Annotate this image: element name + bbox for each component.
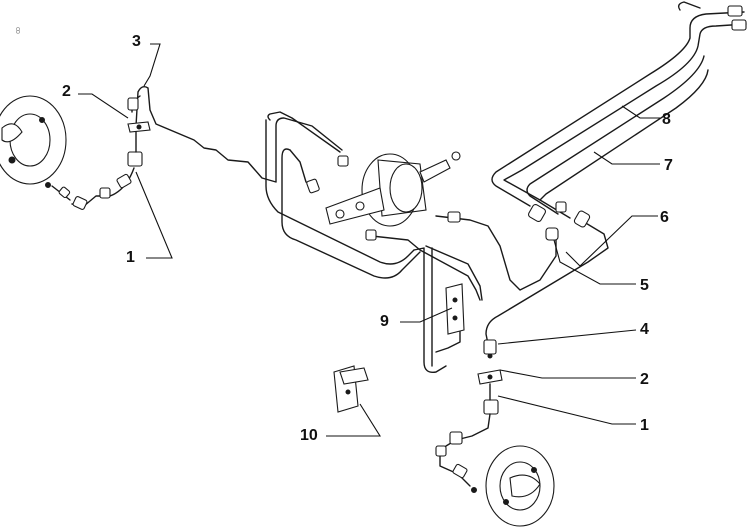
callout-1-bottom: 1 [640, 417, 649, 434]
left-flex-hose [45, 151, 143, 210]
pipe-union-4 [483, 339, 497, 359]
spare-bracket-10 [333, 365, 369, 413]
callout-1-left: 1 [126, 249, 135, 266]
right-flex-hose [435, 383, 499, 493]
corner-mark: ꝏ [14, 27, 22, 34]
right-pipes [435, 1, 747, 345]
left-pipe-clip [127, 121, 151, 133]
callout-5: 5 [640, 277, 649, 294]
pipe-bracket-9 [445, 283, 465, 335]
servo-fittings-left [281, 148, 421, 279]
callout-9: 9 [380, 313, 389, 330]
left-rigid-pipe [127, 85, 343, 183]
callout-3: 3 [132, 33, 141, 50]
left-brake-disc [0, 95, 67, 185]
brake-servo [325, 151, 461, 227]
callout-2-bottom: 2 [640, 371, 649, 388]
callout-8: 8 [662, 111, 671, 128]
callout-4: 4 [640, 321, 649, 338]
right-brake-disc [485, 445, 555, 527]
central-pipes [265, 111, 483, 373]
leader-lines [78, 43, 660, 437]
right-pipe-clip [477, 369, 503, 385]
callout-2-top: 2 [62, 83, 71, 100]
callout-6: 6 [660, 209, 669, 226]
callout-7: 7 [664, 157, 673, 174]
callout-10: 10 [300, 427, 318, 444]
